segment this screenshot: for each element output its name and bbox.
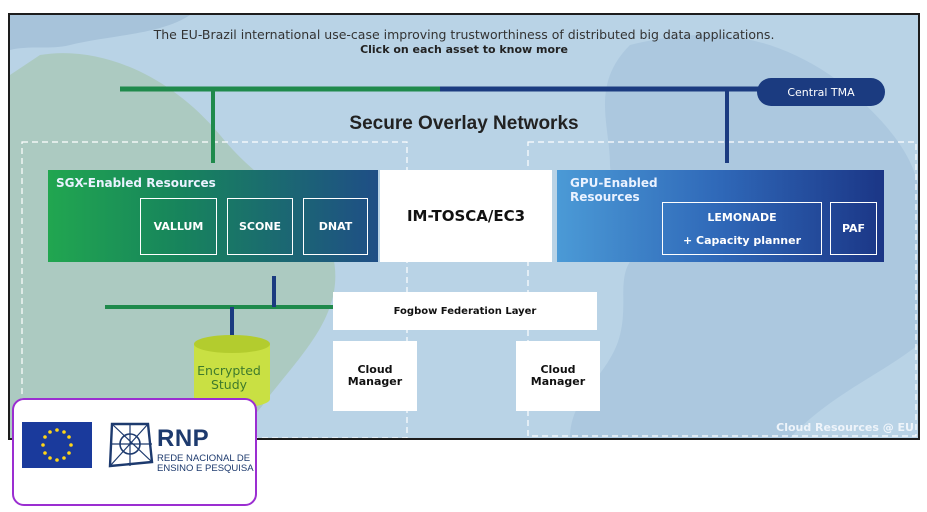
cloud-manager-line2: Manager: [347, 375, 403, 388]
encrypted-study-line2: Study: [210, 377, 248, 392]
encrypted-study-line1: Encrypted: [197, 363, 261, 378]
vallum-button[interactable]: VALLUM: [140, 198, 217, 255]
click-instruction: Click on each asset to know more: [360, 43, 568, 56]
gpu-label: GPU-Enabled Resources: [570, 176, 658, 204]
north-coast: [10, 15, 190, 50]
lemonade-label: LEMONADE: [707, 210, 777, 224]
gpu-panel: [557, 170, 884, 262]
rnp-logo-icon: [108, 422, 154, 468]
cloud-manager-line1: Cloud: [357, 363, 393, 376]
dnat-button[interactable]: DNAT: [303, 198, 368, 255]
cloud-resources-eu-label: Cloud Resources @ EU: [776, 421, 914, 434]
central-tma-button[interactable]: Central TMA: [757, 78, 885, 106]
lemonade-button[interactable]: LEMONADE + Capacity planner: [662, 202, 822, 255]
rnp-subtitle-line1: REDE NACIONAL DE: [157, 453, 251, 464]
eu-flag-icon: [22, 422, 92, 468]
eu-region: [527, 141, 917, 437]
gpu-label-line2: Resources: [570, 190, 640, 204]
rnp-subtitle: REDE NACIONAL DE ENSINO E PESQUISA: [157, 454, 254, 474]
rnp-wordmark: RNP: [157, 425, 210, 452]
capacity-planner-label: + Capacity planner: [682, 233, 801, 247]
paf-button[interactable]: PAF: [830, 202, 877, 255]
section-title: Secure Overlay Networks: [349, 113, 579, 134]
diagram-description: The EU-Brazil international use-case imp…: [153, 27, 775, 42]
sgx-label: SGX-Enabled Resources: [56, 176, 216, 190]
encrypted-study-button[interactable]: Encrypted Study: [190, 364, 268, 392]
diagram-stage: The EU-Brazil international use-case imp…: [8, 13, 920, 440]
im-tosca-button[interactable]: IM-TOSCA/EC3: [380, 170, 552, 262]
gpu-label-line1: GPU-Enabled: [570, 176, 658, 190]
sgx-panel: [48, 170, 378, 262]
cloud-manager-line1: Cloud: [540, 363, 576, 376]
fogbow-federation-button[interactable]: Fogbow Federation Layer: [333, 292, 597, 330]
cloud-manager-line2: Manager: [530, 375, 586, 388]
scone-button[interactable]: SCONE: [227, 198, 293, 255]
rnp-subtitle-line2: ENSINO E PESQUISA: [157, 463, 254, 474]
